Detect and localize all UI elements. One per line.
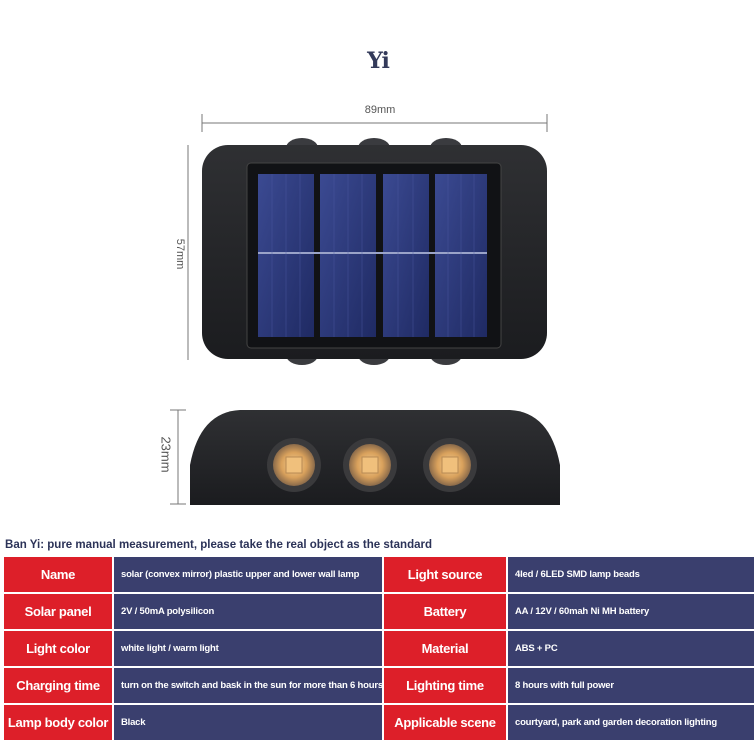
width-dimension-label: 89mm: [364, 104, 396, 116]
spec-label-solar-panel: Solar panel: [4, 594, 112, 629]
lamp-side-view: [190, 410, 560, 505]
spec-table: Name solar (convex mirror) plastic upper…: [4, 557, 754, 740]
spec-value-lamp-body-color: Black: [114, 705, 382, 740]
spec-value-name: solar (convex mirror) plastic upper and …: [114, 557, 382, 592]
spec-label-lamp-body-color: Lamp body color: [4, 705, 112, 740]
spec-label-light-color: Light color: [4, 631, 112, 666]
measurement-caption: Ban Yi: pure manual measurement, please …: [5, 537, 433, 551]
spec-value-charging-time: turn on the switch and bask in the sun f…: [114, 668, 382, 703]
spec-value-light-source: 4led / 6LED SMD lamp beads: [508, 557, 754, 592]
spec-label-light-source: Light source: [384, 557, 506, 592]
product-illustration: [170, 114, 560, 505]
solar-panel: [258, 174, 487, 337]
spec-label-applicable-scene: Applicable scene: [384, 705, 506, 740]
spec-value-battery: AA / 12V / 60mah Ni MH battery: [508, 594, 754, 629]
led-bead-1: [267, 438, 321, 492]
spec-value-material: ABS + PC: [508, 631, 754, 666]
spec-label-charging-time: Charging time: [4, 668, 112, 703]
spec-value-solar-panel: 2V / 50mA polysilicon: [114, 594, 382, 629]
spec-value-light-color: white light / warm light: [114, 631, 382, 666]
spec-value-applicable-scene: courtyard, park and garden decoration li…: [508, 705, 754, 740]
brand-logo: Yi: [367, 48, 390, 74]
spec-value-lighting-time: 8 hours with full power: [508, 668, 754, 703]
lamp-front-view: [202, 138, 547, 365]
led-bead-3: [423, 438, 477, 492]
depth-dimension-line: [170, 409, 186, 505]
led-bead-2: [343, 438, 397, 492]
spec-label-lighting-time: Lighting time: [384, 668, 506, 703]
height-dimension-label: 57mm: [174, 238, 186, 270]
width-dimension-line: [201, 114, 548, 132]
depth-dimension-label: 23mm: [158, 436, 174, 473]
spec-label-name: Name: [4, 557, 112, 592]
spec-label-battery: Battery: [384, 594, 506, 629]
spec-label-material: Material: [384, 631, 506, 666]
